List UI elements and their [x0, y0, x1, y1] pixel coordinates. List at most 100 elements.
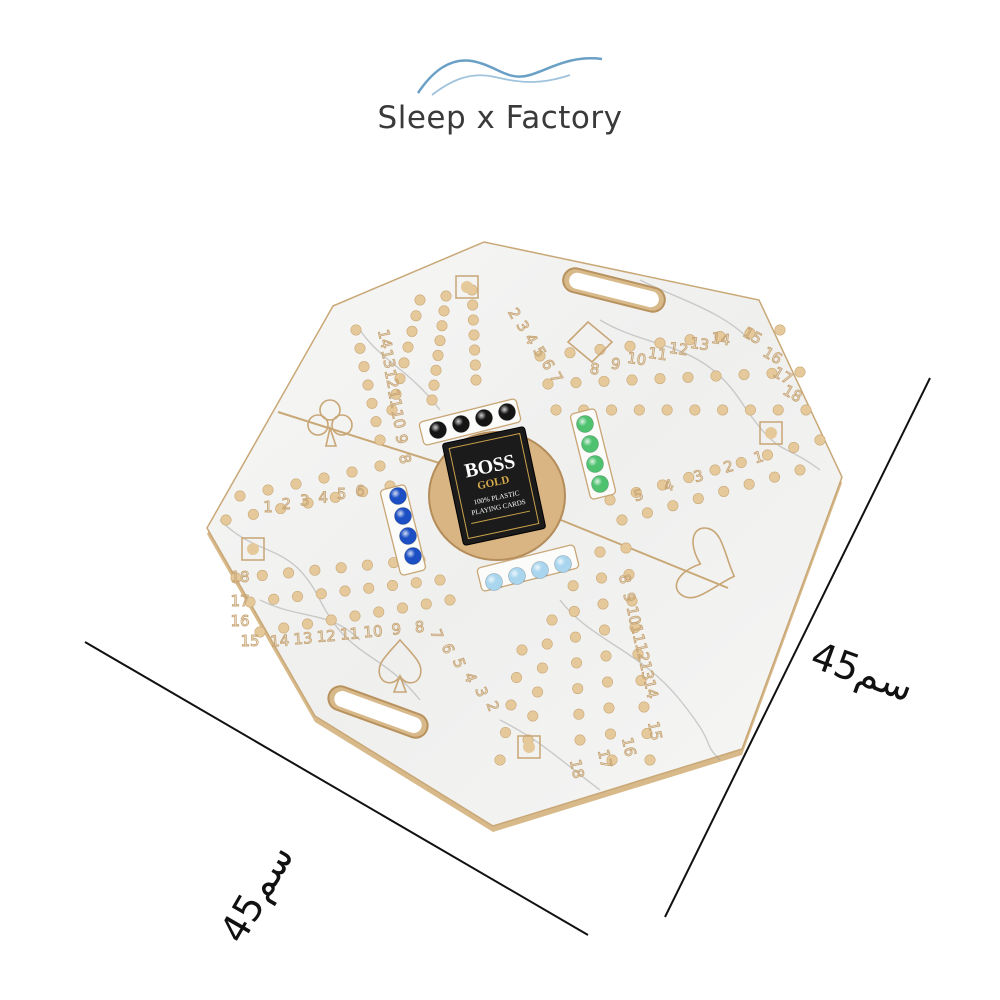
- board-seam: [555, 517, 729, 589]
- track-hole: [398, 357, 410, 369]
- track-number: 2: [282, 495, 292, 513]
- track-hole: [527, 710, 539, 722]
- track-number: 18: [566, 758, 588, 780]
- track-hole: [623, 568, 635, 580]
- marble-tray-light-blue: [476, 544, 580, 592]
- marble-highlight: [452, 415, 470, 433]
- track-hole: [256, 569, 268, 581]
- track-hole: [743, 478, 755, 490]
- track-hole: [468, 329, 480, 341]
- track-hole: [654, 373, 666, 385]
- track-number: 1: [263, 498, 273, 516]
- track-hole: [432, 349, 444, 361]
- track-hole: [709, 464, 721, 476]
- track-hole: [569, 631, 581, 643]
- track-hole: [717, 404, 729, 416]
- track-hole: [275, 503, 287, 515]
- track-hole: [682, 371, 694, 383]
- track-hole: [505, 699, 517, 711]
- track-hole: [301, 618, 313, 630]
- track-number: 16: [230, 612, 249, 630]
- marble-highlight: [576, 415, 594, 433]
- track-hole: [278, 622, 290, 634]
- track-hole: [436, 320, 448, 332]
- home-square-left: [241, 537, 265, 561]
- track-hole: [318, 472, 330, 484]
- wave-logo-icon: [416, 57, 603, 96]
- track-hole: [349, 610, 361, 622]
- track-hole: [598, 375, 610, 387]
- track-number: 3: [300, 492, 310, 510]
- track-hole: [598, 624, 610, 636]
- track-hole: [434, 335, 446, 347]
- track-hole: [283, 567, 295, 579]
- track-hole: [402, 341, 414, 353]
- track-hole: [469, 359, 481, 371]
- track-hole: [570, 377, 582, 389]
- card-deck: BOSS GOLD 100% PLASTIC PLAYING CARDS: [442, 426, 546, 546]
- track-hole: [440, 290, 452, 302]
- track-hole: [800, 404, 812, 416]
- bottom-handle: [327, 685, 429, 739]
- marble-highlight: [485, 573, 503, 591]
- track-hole: [564, 347, 576, 359]
- track-hole: [635, 674, 647, 686]
- track-hole: [325, 614, 337, 626]
- track-number: 15: [644, 720, 666, 742]
- home-square-top: [455, 275, 479, 299]
- track-number: 16: [618, 736, 640, 758]
- track-hole: [766, 367, 778, 379]
- height-dimension-label: 45سم: [805, 633, 919, 710]
- track-number: 10: [623, 604, 645, 626]
- marble-highlight: [429, 421, 447, 439]
- track-hole: [438, 305, 450, 317]
- track-hole: [769, 471, 781, 483]
- brand-name: Sleep x Factory: [377, 100, 623, 136]
- track-hole: [710, 370, 722, 382]
- track-hole: [357, 486, 369, 498]
- track-hole: [534, 350, 546, 362]
- track-holes: [220, 284, 826, 766]
- track-hole: [620, 542, 632, 554]
- track-number: 13: [377, 348, 399, 370]
- track-hole: [361, 559, 373, 571]
- track-hole: [772, 404, 784, 416]
- marble-highlight: [389, 487, 407, 505]
- track-number: 8: [414, 618, 425, 637]
- track-hole: [735, 456, 747, 468]
- track-hole: [738, 369, 750, 381]
- track-hole: [600, 650, 612, 662]
- track-number: 8: [615, 572, 635, 585]
- height-dimension-line: [664, 377, 931, 918]
- track-hole: [541, 638, 553, 650]
- track-hole: [550, 404, 562, 416]
- track-hole: [718, 485, 730, 497]
- track-hole: [714, 330, 726, 342]
- track-hole: [290, 478, 302, 490]
- track-hole: [516, 644, 528, 656]
- track-number: 8: [589, 359, 601, 378]
- diamond-icon: [566, 320, 614, 364]
- track-hole: [684, 334, 696, 346]
- track-hole: [434, 574, 446, 586]
- track-hole: [594, 546, 606, 558]
- track-hole: [656, 479, 668, 491]
- track-number: 12: [316, 627, 336, 646]
- track-number: 13: [293, 629, 313, 648]
- track-hole: [220, 514, 232, 526]
- track-hole: [350, 324, 362, 336]
- track-hole: [814, 434, 826, 446]
- track-hole: [268, 593, 280, 605]
- track-hole: [373, 606, 385, 618]
- track-hole: [244, 596, 256, 608]
- width-dimension-line: [84, 641, 589, 936]
- track-hole: [230, 572, 242, 584]
- marble-highlight: [591, 475, 609, 493]
- marble-highlight: [554, 555, 572, 573]
- track-hole: [302, 497, 314, 509]
- track-hole: [414, 294, 426, 306]
- track-hole: [362, 379, 374, 391]
- track-hole: [683, 471, 695, 483]
